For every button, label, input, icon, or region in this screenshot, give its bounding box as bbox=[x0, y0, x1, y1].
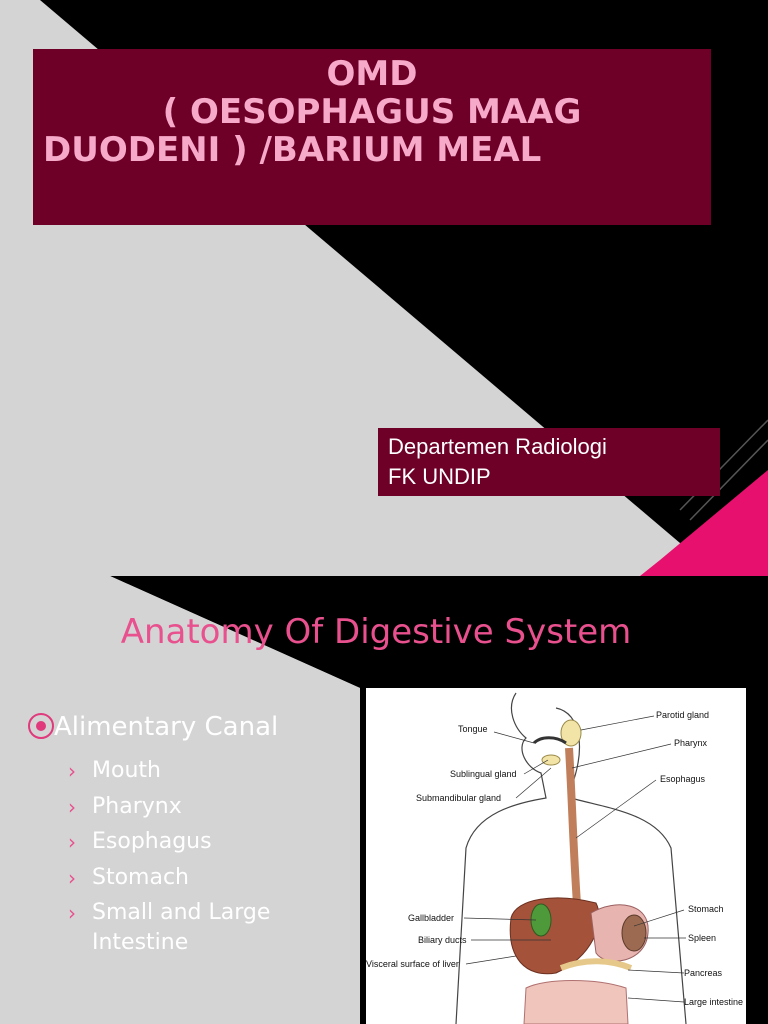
label-sublingual-gland: Sublingual gland bbox=[450, 769, 517, 779]
label-parotid-gland: Parotid gland bbox=[656, 710, 709, 720]
label-pharynx: Pharynx bbox=[674, 738, 708, 748]
label-line-tongue bbox=[493, 731, 535, 744]
sub-bullet-list: › Mouth › Pharynx › Esophagus › Stomach › Sma… bbox=[68, 756, 332, 964]
pink-corner-shape bbox=[640, 470, 768, 576]
label-biliary-ducts: Biliary ducts bbox=[418, 935, 467, 945]
chevron-right-icon: › bbox=[68, 901, 76, 925]
list-item: › Mouth bbox=[68, 756, 332, 786]
body-outline-right bbox=[570, 797, 687, 1024]
title-line-1: OMD bbox=[326, 54, 418, 94]
list-item: › Small and Large Intestine bbox=[68, 898, 332, 958]
corner-line-2 bbox=[689, 439, 768, 521]
label-line-pharynx bbox=[571, 743, 672, 769]
anatomy-slide: Anatomy Of Digestive System Alimentary C… bbox=[0, 576, 768, 1024]
label-line-gallbladder bbox=[463, 917, 537, 921]
list-item-text: Small and Large Intestine bbox=[92, 900, 271, 955]
radio-bullet-icon bbox=[28, 713, 54, 739]
title-line-2: ( OESOPHAGUS MAAG bbox=[162, 92, 582, 132]
chevron-right-icon: › bbox=[68, 865, 76, 890]
main-bullet-text: Alimentary Canal bbox=[54, 712, 279, 742]
digestive-system-figure: Tongue Sublingual gland Submandibular gl… bbox=[366, 688, 746, 1024]
intestine-shape bbox=[523, 980, 629, 1024]
department-line-1: Departemen Radiologi bbox=[388, 434, 607, 459]
label-line-stomach bbox=[633, 909, 685, 927]
label-line-liver bbox=[465, 955, 517, 965]
department-box: Departemen Radiologi FK UNDIP bbox=[378, 428, 720, 496]
chevron-right-icon: › bbox=[68, 794, 76, 819]
title-slide: OMD ( OESOPHAGUS MAAG DUODENI ) /BARIUM … bbox=[0, 0, 768, 576]
list-item-text: Stomach bbox=[92, 864, 190, 890]
label-line-esophagus bbox=[575, 779, 657, 839]
list-item-text: Mouth bbox=[92, 758, 161, 783]
label-gallbladder: Gallbladder bbox=[408, 913, 454, 923]
label-line-large-intestine bbox=[627, 997, 685, 1003]
label-spleen: Spleen bbox=[688, 933, 716, 943]
tongue-shape bbox=[532, 736, 567, 745]
esophagus-shape bbox=[565, 747, 582, 919]
sublingual-gland-shape bbox=[541, 754, 561, 766]
label-large-intestine: Large intestine bbox=[684, 997, 743, 1007]
list-item: › Esophagus bbox=[68, 827, 332, 857]
parotid-gland-shape bbox=[560, 719, 582, 747]
gray-panel-fill bbox=[0, 576, 360, 1024]
label-submandibular-gland: Submandibular gland bbox=[416, 793, 501, 803]
slide-title: Anatomy Of Digestive System bbox=[120, 612, 632, 652]
label-stomach: Stomach bbox=[688, 904, 724, 914]
slide2-background bbox=[0, 576, 360, 1024]
list-item: › Pharynx bbox=[68, 792, 332, 822]
list-item-text: Pharynx bbox=[92, 793, 182, 819]
label-pancreas: Pancreas bbox=[684, 968, 723, 978]
anatomy-illustration: Tongue Sublingual gland Submandibular gl… bbox=[366, 692, 743, 1024]
chevron-right-icon: › bbox=[68, 759, 76, 783]
slide-title-box: OMD ( OESOPHAGUS MAAG DUODENI ) /BARIUM … bbox=[33, 49, 711, 225]
label-line-submandibular bbox=[515, 767, 552, 799]
list-item-text: Esophagus bbox=[92, 829, 212, 854]
label-line-pancreas bbox=[627, 969, 685, 974]
pancreas-shape bbox=[559, 958, 633, 971]
list-item: › Stomach bbox=[68, 863, 332, 893]
spleen-shape bbox=[621, 914, 647, 952]
department-line-2: FK UNDIP bbox=[388, 464, 491, 489]
title-line-3: DUODENI ) /BARIUM MEAL bbox=[43, 130, 542, 170]
chevron-right-icon: › bbox=[68, 830, 76, 854]
label-line-sublingual bbox=[523, 759, 549, 775]
label-line-parotid bbox=[580, 715, 655, 731]
main-bullet: Alimentary Canal bbox=[28, 712, 278, 742]
label-visceral-surface-liver: Visceral surface of liver bbox=[366, 959, 459, 969]
label-esophagus: Esophagus bbox=[660, 774, 706, 784]
label-tongue: Tongue bbox=[458, 724, 488, 734]
